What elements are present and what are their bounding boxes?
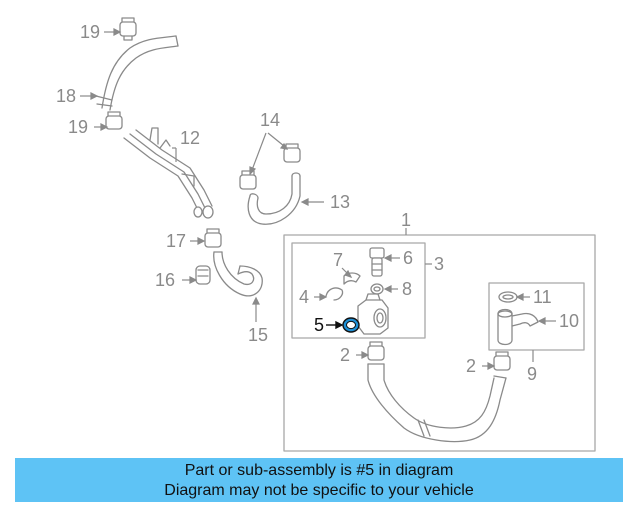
leader-2-left xyxy=(356,351,370,359)
hose-clamp-part-2-left xyxy=(367,341,385,361)
o-ring-part-11 xyxy=(498,291,518,303)
subassembly-box-part-9 xyxy=(488,282,585,351)
leader-8 xyxy=(383,285,398,293)
leader-12 xyxy=(172,147,177,162)
callout-5-highlighted: 5 xyxy=(314,315,324,335)
hose-part-16-end xyxy=(195,265,211,285)
callout-9: 9 xyxy=(527,364,537,384)
callout-8: 8 xyxy=(402,279,412,299)
upper-hose-part-18 xyxy=(95,35,179,111)
callout-1: 1 xyxy=(401,210,411,230)
leader-11 xyxy=(515,293,530,301)
callout-16: 16 xyxy=(155,270,175,290)
leader-17 xyxy=(190,237,206,245)
callout-7: 7 xyxy=(333,250,343,270)
coolant-hose-part-15 xyxy=(213,251,263,297)
leader-18 xyxy=(80,92,99,100)
callout-6: 6 xyxy=(403,248,413,268)
leader-19-lower xyxy=(94,123,109,131)
part-info-banner: Part or sub-assembly is #5 in diagram Di… xyxy=(15,458,623,502)
callout-12: 12 xyxy=(180,128,200,148)
callout-11: 11 xyxy=(533,287,552,307)
sensor-part-6 xyxy=(369,247,385,277)
leader-7 xyxy=(341,267,353,279)
hose-clamp-part-2-right xyxy=(493,351,511,371)
parts-diagram: 19 18 19 12 14 13 1 17 7 6 3 16 4 8 11 5… xyxy=(56,17,596,452)
callout-14: 14 xyxy=(260,110,280,130)
coolant-flange-housing xyxy=(357,293,389,335)
leader-16 xyxy=(182,276,198,284)
callout-19-lower: 19 xyxy=(68,117,88,137)
lower-coolant-hose xyxy=(367,363,507,443)
connector-part-10 xyxy=(497,308,539,346)
leader-2-right xyxy=(482,362,496,370)
callout-19-top: 19 xyxy=(80,22,100,42)
callout-4: 4 xyxy=(299,287,309,307)
callout-17: 17 xyxy=(166,231,186,251)
leader-14 xyxy=(249,132,289,176)
callout-2-left: 2 xyxy=(340,345,350,365)
callout-3: 3 xyxy=(434,254,444,274)
o-ring-part-8 xyxy=(370,283,384,295)
hose-clamp-part-19-lower xyxy=(105,111,123,130)
leader-19-top xyxy=(104,28,122,36)
callout-15: 15 xyxy=(248,325,268,345)
callout-2-right: 2 xyxy=(466,356,476,376)
retaining-clip-part-4 xyxy=(325,287,344,301)
leader-10 xyxy=(537,317,556,325)
leader-4 xyxy=(314,293,328,301)
leader-5 xyxy=(326,320,344,330)
leader-15 xyxy=(252,296,260,322)
hose-clamp-part-17 xyxy=(204,228,222,248)
subassembly-box-part-3 xyxy=(291,242,426,339)
callout-10: 10 xyxy=(559,311,579,331)
assembly-box-part-1 xyxy=(283,234,596,452)
banner-line-part-number: Part or sub-assembly is #5 in diagram xyxy=(184,462,454,479)
hose-clamp-part-14-left xyxy=(239,170,257,190)
coolant-pipe-part-12 xyxy=(123,127,214,219)
seal-ring-part-5 xyxy=(342,317,360,333)
hose-clamp-part-14-right xyxy=(283,143,301,163)
banner-line-disclaimer: Diagram may not be specific to your vehi… xyxy=(164,482,474,499)
leader-6 xyxy=(383,254,400,262)
coolant-hose-part-13 xyxy=(247,172,301,225)
leader-13 xyxy=(300,198,324,206)
hose-clamp-part-19-top xyxy=(119,17,137,41)
callout-18: 18 xyxy=(56,86,76,106)
callout-13: 13 xyxy=(330,192,350,212)
